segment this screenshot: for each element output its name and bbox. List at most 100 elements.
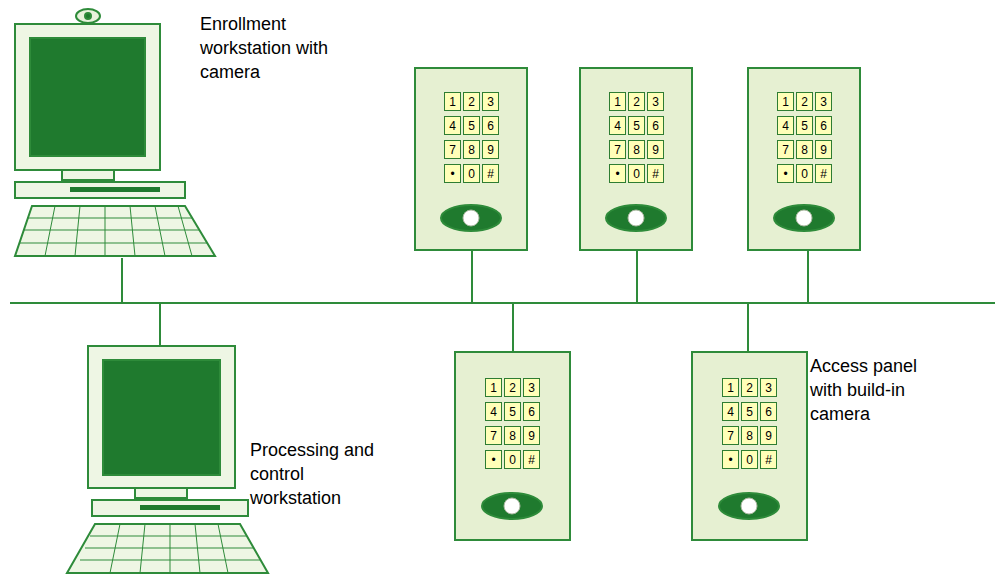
key-label: 1: [449, 96, 456, 108]
key-label: 1: [782, 96, 789, 108]
key-label: 7: [782, 144, 789, 156]
keypad-key: 2: [796, 92, 813, 111]
key-label: 2: [746, 382, 753, 394]
key-label: 4: [490, 406, 497, 418]
key-label: 4: [727, 406, 734, 418]
keypad-key: 8: [796, 140, 813, 159]
keypad-key: 2: [504, 378, 521, 397]
key-label: #: [487, 168, 494, 180]
key-label: 0: [468, 168, 475, 180]
key-label: #: [528, 454, 535, 466]
callout-label: Access panel with build-in camera: [810, 354, 950, 426]
keypad-key: 6: [815, 116, 832, 135]
keypad-key: 0: [628, 164, 645, 183]
keypad-key: 4: [777, 116, 794, 135]
keypad-key: 3: [523, 378, 540, 397]
keypad-key: •: [777, 164, 794, 183]
keypad-key: 8: [504, 426, 521, 445]
key-label: 7: [449, 144, 456, 156]
key-label: 7: [727, 430, 734, 442]
keypad-key: 4: [609, 116, 626, 135]
key-label: •: [728, 454, 732, 466]
keypad-key: 2: [628, 92, 645, 111]
key-label: 1: [727, 382, 734, 394]
key-label: 5: [633, 120, 640, 132]
keypad-key: •: [722, 450, 739, 469]
key-label: 2: [468, 96, 475, 108]
keypad-key: 5: [463, 116, 480, 135]
key-label: 2: [509, 382, 516, 394]
keypad-key: 0: [504, 450, 521, 469]
keypad-key: 1: [609, 92, 626, 111]
key-label: 9: [820, 144, 827, 156]
access-panel: [415, 68, 527, 250]
key-label: #: [652, 168, 659, 180]
key-label: 0: [746, 454, 753, 466]
key-label: 3: [765, 382, 772, 394]
keypad-key: #: [482, 164, 499, 183]
bus-drop: [512, 303, 514, 352]
keypad-key: 9: [482, 140, 499, 159]
key-label: 0: [633, 168, 640, 180]
key-label: 9: [765, 430, 772, 442]
key-label: 7: [490, 430, 497, 442]
key-label: 4: [449, 120, 456, 132]
keypad-key: 6: [647, 116, 664, 135]
keypad-key: 5: [796, 116, 813, 135]
key-label: 8: [801, 144, 808, 156]
key-label: 9: [652, 144, 659, 156]
key-label: 8: [509, 430, 516, 442]
keypad-key: 8: [628, 140, 645, 159]
key-label: 3: [528, 382, 535, 394]
keypad-key: 0: [463, 164, 480, 183]
callout-label: Enrollment workstation with camera: [200, 12, 350, 84]
keypad-key: 5: [741, 402, 758, 421]
key-label: #: [820, 168, 827, 180]
keypad-key: •: [485, 450, 502, 469]
keypad-key: 1: [722, 378, 739, 397]
bus-drop: [807, 250, 809, 303]
key-label: 1: [614, 96, 621, 108]
keypad-key: 2: [463, 92, 480, 111]
keypad-key: 7: [485, 426, 502, 445]
key-label: 7: [614, 144, 621, 156]
keypad-key: 4: [485, 402, 502, 421]
key-label: 0: [801, 168, 808, 180]
keypad-key: 9: [760, 426, 777, 445]
keypad-key: #: [647, 164, 664, 183]
key-label: 3: [652, 96, 659, 108]
bus-drop: [636, 250, 638, 303]
keypad-key: 6: [482, 116, 499, 135]
keypad-key: 2: [741, 378, 758, 397]
key-label: 0: [509, 454, 516, 466]
bus-drop: [471, 250, 473, 303]
key-label: 6: [765, 406, 772, 418]
key-label: •: [615, 168, 619, 180]
keypad-key: 8: [463, 140, 480, 159]
keypad-key: 7: [777, 140, 794, 159]
key-label: 6: [487, 120, 494, 132]
keypad-key: 0: [796, 164, 813, 183]
key-label: 8: [633, 144, 640, 156]
keypad-key: •: [609, 164, 626, 183]
keypad-key: 1: [777, 92, 794, 111]
key-label: 5: [468, 120, 475, 132]
bus-drop: [159, 303, 161, 346]
keypad-key: 9: [523, 426, 540, 445]
keypad-key: 9: [647, 140, 664, 159]
bus-drop: [747, 303, 749, 352]
key-label: 2: [633, 96, 640, 108]
keypad-key: 8: [741, 426, 758, 445]
keypad-key: #: [815, 164, 832, 183]
key-label: •: [491, 454, 495, 466]
keypad-key: 3: [815, 92, 832, 111]
key-label: 5: [746, 406, 753, 418]
key-label: 8: [468, 144, 475, 156]
keypad-key: 7: [722, 426, 739, 445]
key-label: 6: [652, 120, 659, 132]
keypad-key: 5: [628, 116, 645, 135]
access-panel: [692, 352, 807, 540]
key-label: 1: [490, 382, 497, 394]
key-label: 6: [820, 120, 827, 132]
